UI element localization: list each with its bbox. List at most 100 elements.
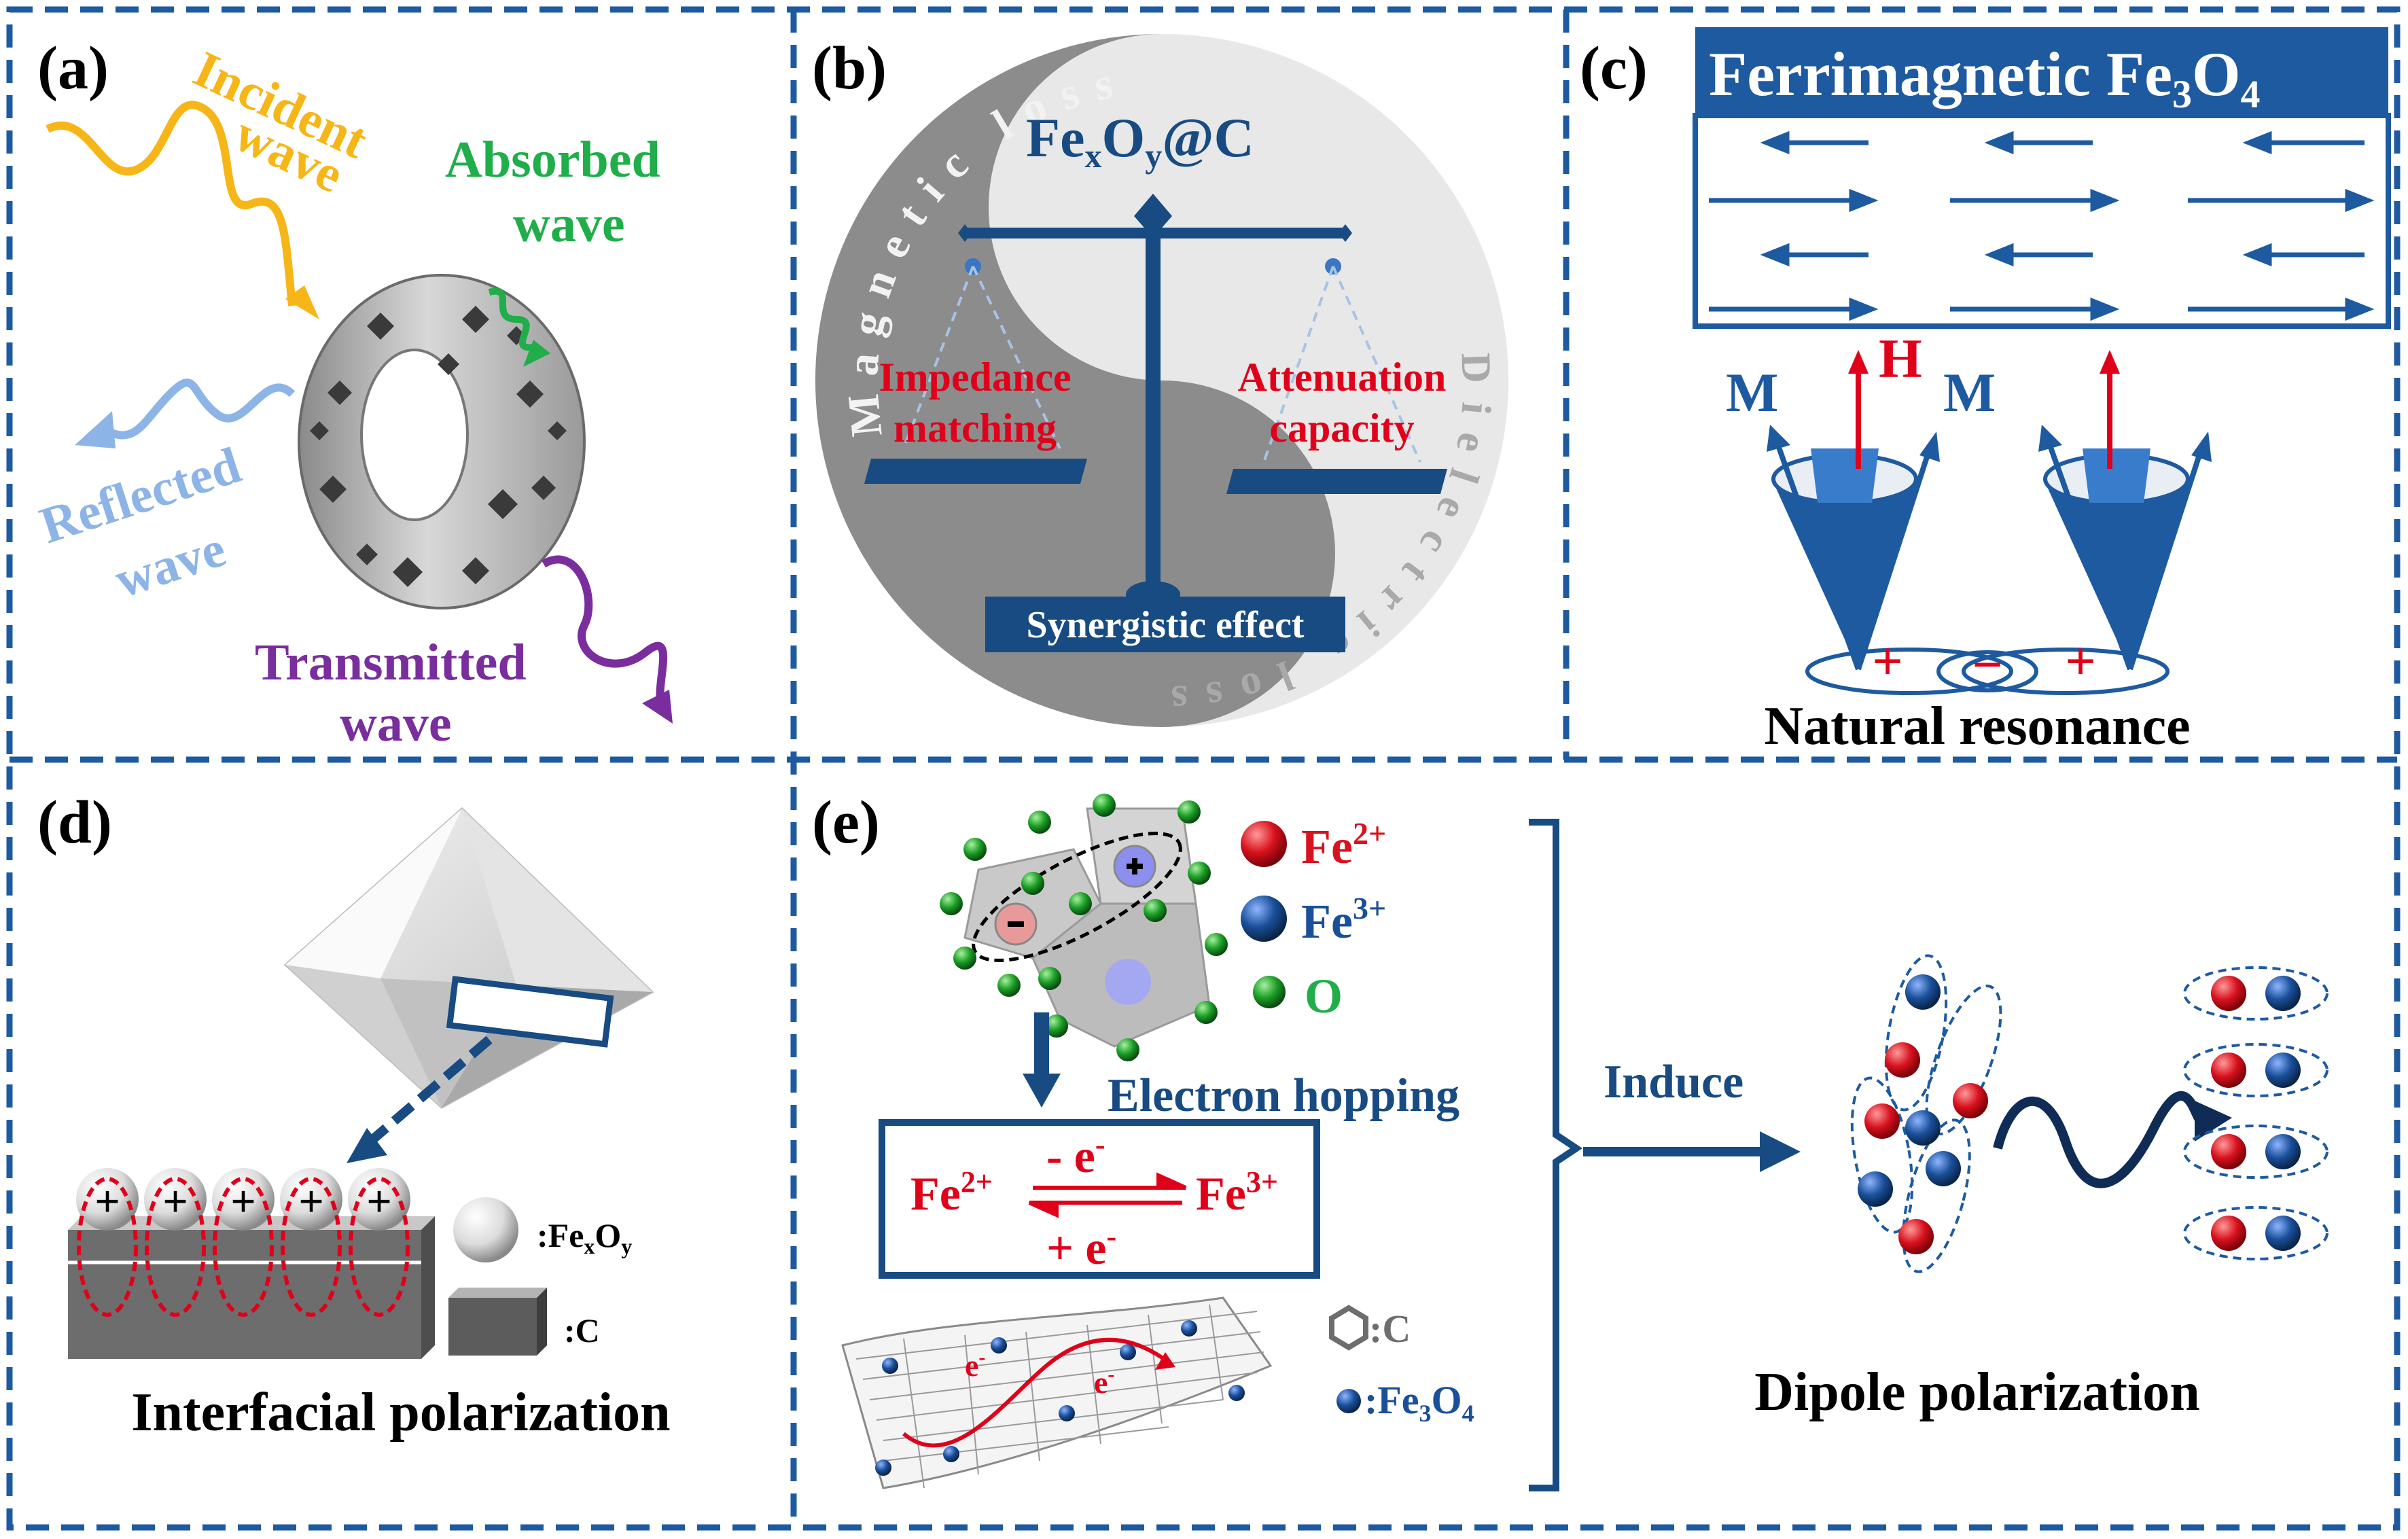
panel-a-label: (a): [37, 35, 109, 102]
panel-b-label: (b): [812, 35, 887, 102]
panel-b-title: FexOy@C: [1026, 107, 1254, 175]
attenuation-label-1: Attenuation: [1238, 355, 1447, 400]
redox-bottom: + e-: [1046, 1220, 1116, 1275]
redox-box: [879, 1119, 1320, 1279]
spinel-cluster: [940, 794, 1228, 1061]
zoom-dashed-arrow: [367, 1036, 493, 1146]
plus-sign-right: +: [2065, 632, 2096, 692]
panel-frames: [6, 6, 2401, 1531]
bracket: [1529, 819, 1583, 1491]
legend-c: :C: [564, 1311, 600, 1349]
panel-d-label: (d): [37, 789, 112, 856]
interface-plus-5: +: [366, 1177, 392, 1226]
synergistic-effect-label: Synergistic effect: [1027, 604, 1305, 646]
equilibrium-arrows: [1028, 1172, 1187, 1218]
dipole-wave-arrowhead: [2195, 1101, 2232, 1142]
dipole-rings-d: [77, 1177, 410, 1317]
left-pan: [864, 459, 1087, 484]
induce-arrowhead: [1760, 1131, 1801, 1172]
m-label-left: M: [1726, 361, 1778, 423]
absorbed-arrowhead: [523, 340, 550, 367]
fexoy-spheres: [76, 1168, 410, 1231]
panel-b: (b) Magnetic loss Dielectric loss FexOy@…: [812, 34, 1508, 727]
torus-absorber: [298, 274, 586, 609]
redox-right: Fe3+: [1196, 1165, 1278, 1220]
h-label: H: [1879, 328, 1922, 389]
panel-d: (d): [37, 789, 671, 1443]
transmitted-wave-arrow: [541, 555, 668, 709]
panel-c: (c) Ferrimagnetic Fe3O4: [1580, 27, 2391, 756]
fe2-legend-label: Fe2+: [1301, 816, 1386, 874]
panel-e-label: (e): [812, 789, 880, 856]
redox-top: - e-: [1046, 1128, 1105, 1183]
legend-sphere-icon: [453, 1197, 518, 1262]
plus-sign-left: +: [1872, 632, 1903, 692]
ferrimagnetic-title: Ferrimagnetic Fe3O4: [1709, 39, 2261, 116]
reflected-wave-arrow: [99, 378, 296, 440]
panel-e: (e) Fe2+ Fe3+: [812, 789, 2329, 1491]
reflected-label-2: wave: [108, 520, 232, 609]
random-dipoles: [1850, 954, 2002, 1273]
dipole-polarization-caption: Dipole polarization: [1754, 1362, 2200, 1422]
legend-c-e: :C: [1369, 1307, 1411, 1351]
transmitted-arrowhead: [642, 690, 673, 724]
legend-fe3o4: :Fe3O4: [1364, 1378, 1474, 1427]
impedance-label-2: matching: [893, 406, 1057, 450]
aligned-dipoles: [2183, 966, 2329, 1260]
legend-fexoy: :FexOy: [537, 1216, 632, 1258]
o-legend-label: O: [1305, 969, 1343, 1023]
hopping-dashed-ring: [972, 832, 1182, 962]
dipole-wave-arrow: [1993, 1091, 2204, 1188]
electron-label-1: e-: [965, 1346, 985, 1383]
absorbed-label-2: wave: [513, 196, 625, 253]
panel-a: (a) Incide: [33, 35, 673, 752]
interfacial-polarization-caption: Interfacial polarization: [131, 1383, 670, 1443]
absorbed-label-1: Absorbed: [445, 131, 660, 188]
right-pan: [1226, 469, 1447, 494]
fe3-legend-label: Fe3+: [1301, 891, 1386, 949]
down-arrow-shaft: [1034, 1012, 1049, 1080]
o-legend-icon: [1253, 976, 1286, 1008]
interface-plus-1: +: [94, 1177, 120, 1226]
yin-yang-dark-half: [815, 34, 1335, 727]
precession-cone-right: [2038, 350, 2212, 671]
interface-plus-3: +: [230, 1177, 256, 1226]
precession-cone-left: [1767, 350, 1940, 671]
electron-hopping-label: Electron hopping: [1108, 1069, 1459, 1122]
interface-plus-4: +: [298, 1177, 324, 1226]
spin-arrows: [1709, 130, 2375, 321]
impedance-label-1: Impedance: [879, 355, 1071, 400]
incident-wave-arrow: [46, 101, 296, 306]
minus-sign: −: [1972, 635, 2003, 695]
fe3-legend-icon: [1241, 896, 1287, 942]
m-label-right: M: [1943, 361, 1996, 423]
spin-lattice-box: [1693, 113, 2391, 329]
carbon-substrate: [68, 1216, 435, 1359]
octahedron-particle: [283, 807, 654, 1109]
attenuation-label-2: capacity: [1269, 406, 1414, 450]
redox-left: Fe2+: [910, 1165, 993, 1220]
ferrimagnetic-title-bar: [1695, 27, 2388, 116]
fe3o4-legend-icon: [1336, 1389, 1361, 1413]
down-arrow-head: [1023, 1074, 1061, 1108]
reflected-arrowhead: [75, 411, 116, 448]
incident-arrowhead: [285, 285, 319, 319]
zoom-arrowhead: [347, 1128, 387, 1163]
electron-label-2: e-: [1094, 1363, 1114, 1400]
zoom-box: [446, 976, 614, 1048]
panel-c-label: (c): [1580, 35, 1648, 102]
transmitted-label-1: Transmitted: [255, 634, 527, 691]
induce-label: Induce: [1604, 1056, 1743, 1108]
graphene-sheet: e- e-: [841, 1296, 1273, 1489]
natural-resonance-caption: Natural resonance: [1764, 696, 2190, 756]
hexagon-c-icon: [1329, 1305, 1368, 1351]
transmitted-label-2: wave: [340, 695, 452, 752]
interface-plus-2: +: [162, 1177, 188, 1226]
legend-cube-icon: [448, 1288, 547, 1356]
synergistic-effect-box: [985, 597, 1345, 652]
resonance-ellipses: [1805, 648, 2170, 695]
absorbed-wave-arrow: [488, 287, 537, 351]
electron-path: [902, 1337, 1170, 1448]
fe2-legend-icon: [1241, 821, 1287, 867]
